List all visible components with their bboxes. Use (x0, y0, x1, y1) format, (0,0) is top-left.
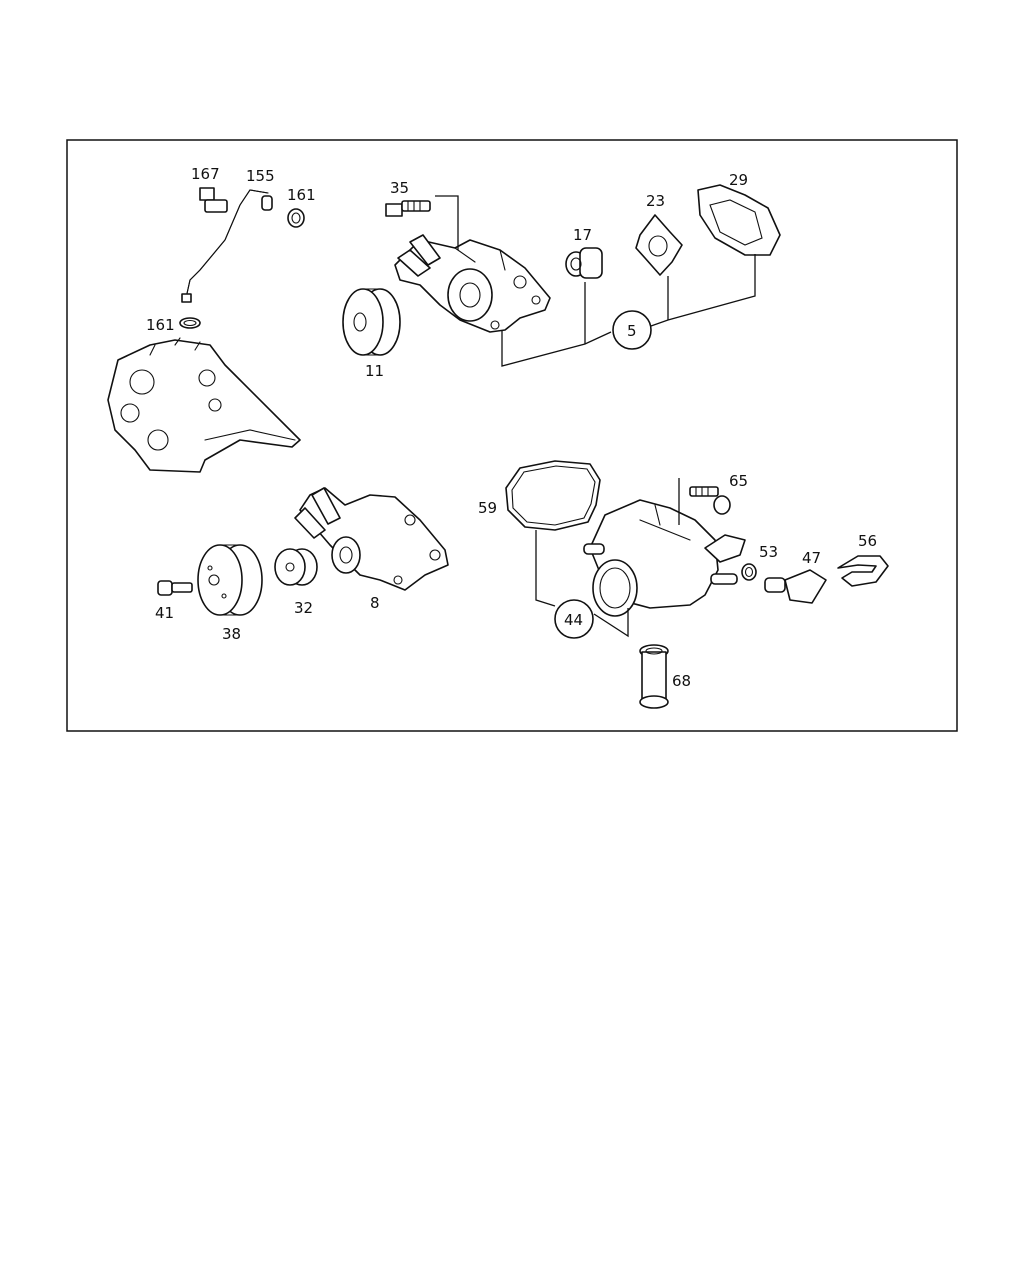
bolt-35 (385, 200, 431, 217)
bolt-41 (157, 580, 193, 596)
label-44: 44 (564, 611, 583, 629)
label-29: 29 (729, 171, 748, 189)
sensor-47 (764, 569, 827, 604)
label-8: 8 (370, 594, 380, 612)
label-161-left: 161 (146, 316, 175, 334)
gasket-29 (697, 184, 781, 256)
impeller-23 (635, 214, 683, 276)
hose-68 (639, 644, 669, 709)
diagram-border (66, 139, 958, 732)
label-41: 41 (155, 604, 174, 622)
label-59: 59 (478, 499, 497, 517)
flange-32 (274, 548, 318, 586)
leader-bracket-5 (501, 330, 612, 367)
label-161-top: 161 (287, 186, 316, 204)
label-11: 11 (365, 362, 384, 380)
label-68: 68 (672, 672, 691, 690)
label-17: 17 (573, 226, 592, 244)
label-23: 23 (646, 192, 665, 210)
label-38: 38 (222, 625, 241, 643)
label-56: 56 (858, 532, 877, 550)
thermostat-housing-44 (583, 499, 746, 617)
thermostat-17 (565, 247, 603, 279)
engine-front-cover (107, 337, 301, 473)
label-47: 47 (802, 549, 821, 567)
assembly-circle-5 (612, 310, 652, 350)
label-53: 53 (759, 543, 778, 561)
label-35: 35 (390, 179, 409, 197)
bolt-167 (199, 187, 228, 213)
water-pump-8 (294, 487, 449, 591)
pulley-38 (197, 544, 263, 616)
o-ring-161-left (179, 317, 201, 329)
label-155: 155 (246, 167, 275, 185)
bolt-65 (689, 486, 731, 515)
gasket-59 (505, 460, 601, 531)
coolant-pipe (181, 189, 273, 303)
o-ring-53 (741, 563, 757, 581)
pulley-11 (342, 288, 401, 356)
label-5: 5 (627, 322, 637, 340)
label-65: 65 (729, 472, 748, 490)
leader-44 (535, 530, 556, 607)
o-ring-161-top (287, 208, 305, 228)
label-167: 167 (191, 165, 220, 183)
clip-56 (837, 555, 889, 587)
water-pump-assembly (394, 234, 551, 333)
label-32: 32 (294, 599, 313, 617)
leader-5 (435, 195, 459, 250)
assembly-circle-44 (554, 599, 594, 639)
